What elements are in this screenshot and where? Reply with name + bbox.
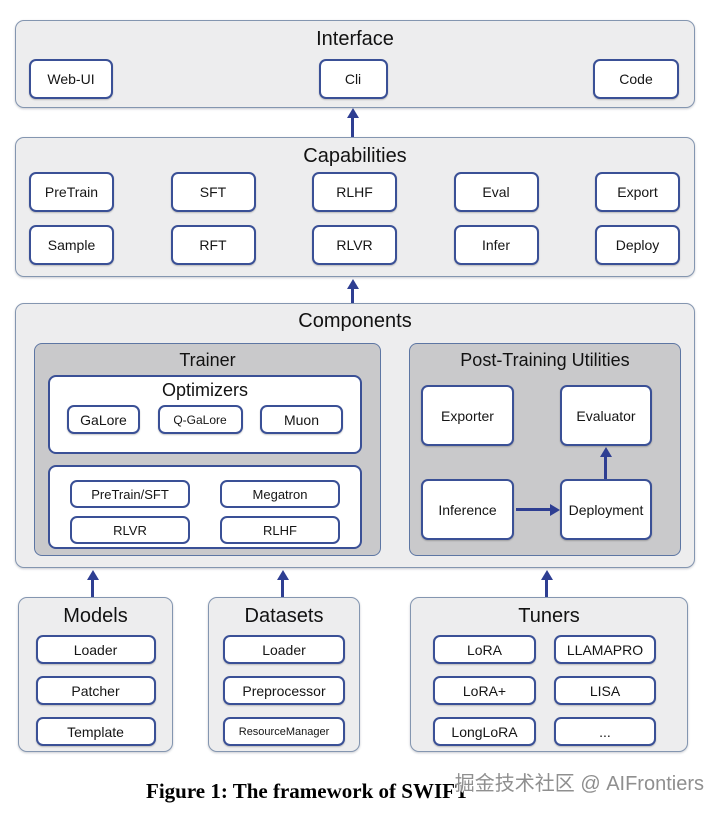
post-training-panel: Post-Training Utilities Exporter Evaluat… (409, 343, 681, 556)
chip-q-galore: Q-GaLore (157, 405, 243, 434)
chip-infer: Infer (453, 225, 539, 265)
chip-rlhf-trainer: RLHF (220, 516, 340, 544)
chip-preprocessor: Preprocessor (223, 676, 345, 705)
trainer-panel: Trainer Optimizers GaLore Q-GaLore Muon … (34, 343, 381, 556)
components-title: Components (298, 310, 412, 332)
chip-rlvr-trainer: RLVR (70, 516, 190, 544)
chip-eval: Eval (453, 172, 539, 212)
capabilities-row-1: PreTrain SFT RLHF Eval Export (16, 172, 694, 212)
chip-lora-plus: LoRA+ (433, 676, 536, 705)
chip-lora: LoRA (433, 635, 536, 664)
datasets-title: Datasets (244, 605, 324, 627)
tuners-section: Tuners LoRA LLAMAPRO LoRA+ LISA LongLoRA… (410, 597, 688, 752)
chip-datasets-loader: Loader (223, 635, 345, 664)
models-list: Loader Patcher Template (19, 635, 172, 746)
chip-rlvr: RLVR (312, 225, 397, 265)
trainer-methods-group: PreTrain/SFT Megatron RLVR RLHF (48, 465, 362, 549)
chip-rft: RFT (170, 225, 256, 265)
chip-code: Code (593, 59, 679, 99)
optimizers-row: GaLore Q-GaLore Muon (50, 405, 360, 434)
arrow-right-icon (516, 508, 550, 511)
figure-caption: Figure 1: The framework of SWIFT (146, 779, 469, 803)
chip-inference: Inference (421, 479, 514, 540)
chip-more-tuners: ... (554, 717, 656, 746)
arrow-up-icon (351, 117, 354, 137)
chip-cli: Cli (318, 59, 388, 99)
tuners-title: Tuners (518, 605, 580, 627)
components-section: Components Trainer Optimizers GaLore Q-G… (15, 303, 695, 568)
post-training-title: Post-Training Utilities (460, 350, 630, 370)
interface-section: Interface Web-UI Cli Code (15, 20, 695, 108)
chip-resource-manager: ResourceManager (223, 717, 345, 746)
chip-template: Template (35, 717, 156, 746)
chip-exporter: Exporter (421, 385, 514, 446)
chip-galore: GaLore (67, 405, 140, 434)
chip-lisa: LISA (554, 676, 656, 705)
chip-sft: SFT (170, 172, 256, 212)
chip-models-loader: Loader (35, 635, 156, 664)
chip-evaluator: Evaluator (560, 385, 652, 446)
arrow-up-icon (545, 579, 548, 597)
chip-deploy: Deploy (595, 225, 680, 265)
chip-sample: Sample (29, 225, 114, 265)
tuners-grid: LoRA LLAMAPRO LoRA+ LISA LongLoRA ... (411, 635, 687, 746)
trainer-title: Trainer (179, 350, 236, 370)
arrow-up-icon (281, 579, 284, 597)
capabilities-section: Capabilities PreTrain SFT RLHF Eval Expo… (15, 137, 695, 277)
datasets-list: Loader Preprocessor ResourceManager (209, 635, 359, 746)
chip-web-ui: Web-UI (29, 59, 113, 99)
chip-rlhf: RLHF (312, 172, 397, 212)
arrow-up-icon (91, 579, 94, 597)
capabilities-title: Capabilities (303, 145, 407, 167)
chip-megatron: Megatron (220, 480, 340, 508)
capabilities-row-2: Sample RFT RLVR Infer Deploy (16, 225, 694, 265)
arrow-up-icon (604, 456, 607, 479)
chip-export: Export (595, 172, 680, 212)
chip-pretrain-sft: PreTrain/SFT (70, 480, 190, 508)
optimizers-title: Optimizers (161, 380, 248, 400)
optimizers-group: Optimizers GaLore Q-GaLore Muon (48, 375, 362, 454)
chip-muon: Muon (260, 405, 343, 434)
chip-longlora: LongLoRA (433, 717, 536, 746)
datasets-section: Datasets Loader Preprocessor ResourceMan… (208, 597, 360, 752)
interface-row: Web-UI Cli Code (16, 59, 694, 99)
chip-patcher: Patcher (35, 676, 156, 705)
chip-deployment: Deployment (560, 479, 652, 540)
models-section: Models Loader Patcher Template (18, 597, 173, 752)
chip-llamapro: LLAMAPRO (554, 635, 656, 664)
interface-title: Interface (316, 28, 394, 50)
models-title: Models (63, 605, 128, 627)
watermark-text: 掘金技术社区 @ AIFrontiers (454, 773, 704, 795)
chip-pretrain: PreTrain (29, 172, 114, 212)
arrow-up-icon (351, 288, 354, 303)
